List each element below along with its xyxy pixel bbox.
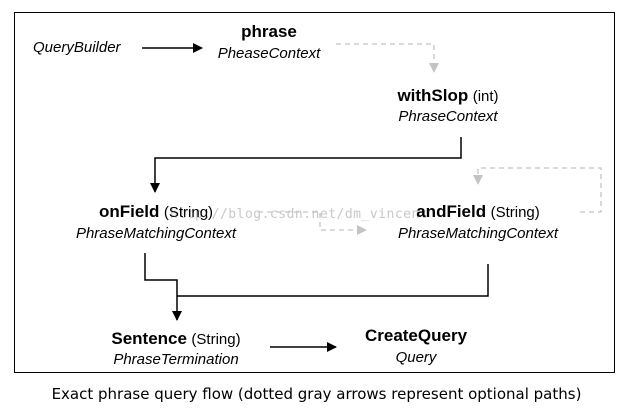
sentence-node-name: Sentence <box>111 329 187 348</box>
createquery-node-name: CreateQuery <box>364 326 468 345</box>
optional-arrow-onfield-to-andfield <box>258 211 367 235</box>
sentence-node-context: PhraseTermination <box>113 351 239 368</box>
withslop-node-name: withSlop <box>397 86 469 105</box>
sentence-node-header: Sentence (String) <box>111 329 240 349</box>
createquery-node-context: Query <box>395 349 437 366</box>
onfield-node-name: onField <box>98 202 160 221</box>
optional-arrow-andfield-loop <box>473 167 602 213</box>
sentence-node-param: (String) <box>191 331 241 348</box>
diagram-frame <box>14 12 615 373</box>
arrow-withslop-to-onfield <box>150 137 462 193</box>
optional-arrow-phrase-to-withslop <box>336 43 439 73</box>
onfield-node-header: onField (String) <box>99 202 213 222</box>
withslop-node-param: (int) <box>472 88 499 105</box>
onfield-node-param: (String) <box>163 204 214 221</box>
andfield-node-context: PhraseMatchingContext <box>397 225 559 242</box>
arrow-onfield-to-sentence <box>144 253 182 321</box>
andfield-node-name: andField <box>416 202 487 221</box>
andfield-node-header: andField (String) <box>416 202 540 222</box>
arrow-andfield-to-sentence <box>177 264 489 297</box>
withslop-node-context: PhraseContext <box>398 108 498 125</box>
phrase-node-context: PheaseContext <box>217 45 321 62</box>
withslop-node-header: withSlop (int) <box>397 86 498 106</box>
phrase-node-name: phrase <box>241 22 297 41</box>
onfield-node-context: PhraseMatchingContext <box>75 225 237 242</box>
figure-caption: Exact phrase query flow (dotted gray arr… <box>51 385 582 403</box>
watermark-text: http://blog.csdn.net/dm_vincent <box>170 207 429 222</box>
querybuilder-label: QueryBuilder <box>33 39 121 56</box>
andfield-node-param: (String) <box>490 204 540 221</box>
